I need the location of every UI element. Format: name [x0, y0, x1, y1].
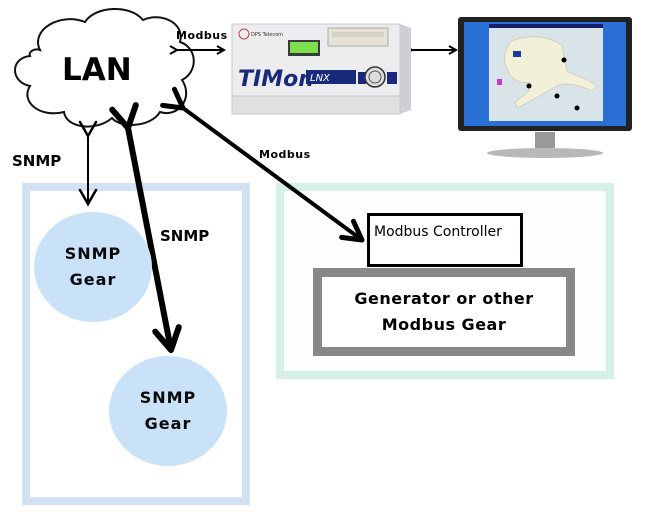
snmp-gear-2: SNMP Gear: [109, 356, 227, 466]
link-label-lan-server: Modbus: [176, 29, 228, 42]
timon-lnx-server: DPS Telecom TIMon LNX: [230, 22, 413, 117]
generator-line2: Modbus Gear: [381, 315, 507, 334]
link-lan-controller: [160, 86, 365, 243]
link-label-lan-controller: Modbus: [259, 148, 311, 161]
snmp-gear-1-line2: Gear: [69, 270, 117, 289]
link-label-lan-gear2: SNMP: [160, 227, 210, 245]
snmp-gear-2-line1: SNMP: [139, 388, 197, 407]
link-label-lan-gear1: SNMP: [12, 152, 62, 170]
server-brand: DPS Telecom: [251, 32, 283, 38]
svg-text:TIMon: TIMon: [238, 67, 314, 92]
snmp-gear-2-line2: Gear: [144, 414, 192, 433]
monitor-display: [457, 16, 633, 161]
link-lan-gear2: [109, 102, 182, 353]
snmp-gear-1: SNMP Gear: [34, 212, 152, 322]
modbus-controller-label: Modbus Controller: [374, 224, 502, 240]
modbus-controller-box: Modbus Controller: [367, 213, 523, 267]
generator-box: Generator or other Modbus Gear: [313, 268, 575, 356]
server-product-name: TIMon: [238, 67, 314, 92]
generator-line1: Generator or other: [354, 289, 534, 308]
server-product-suffix: LNX: [310, 73, 331, 84]
lan-label: LAN: [62, 52, 132, 88]
snmp-gear-1-line1: SNMP: [64, 244, 122, 263]
